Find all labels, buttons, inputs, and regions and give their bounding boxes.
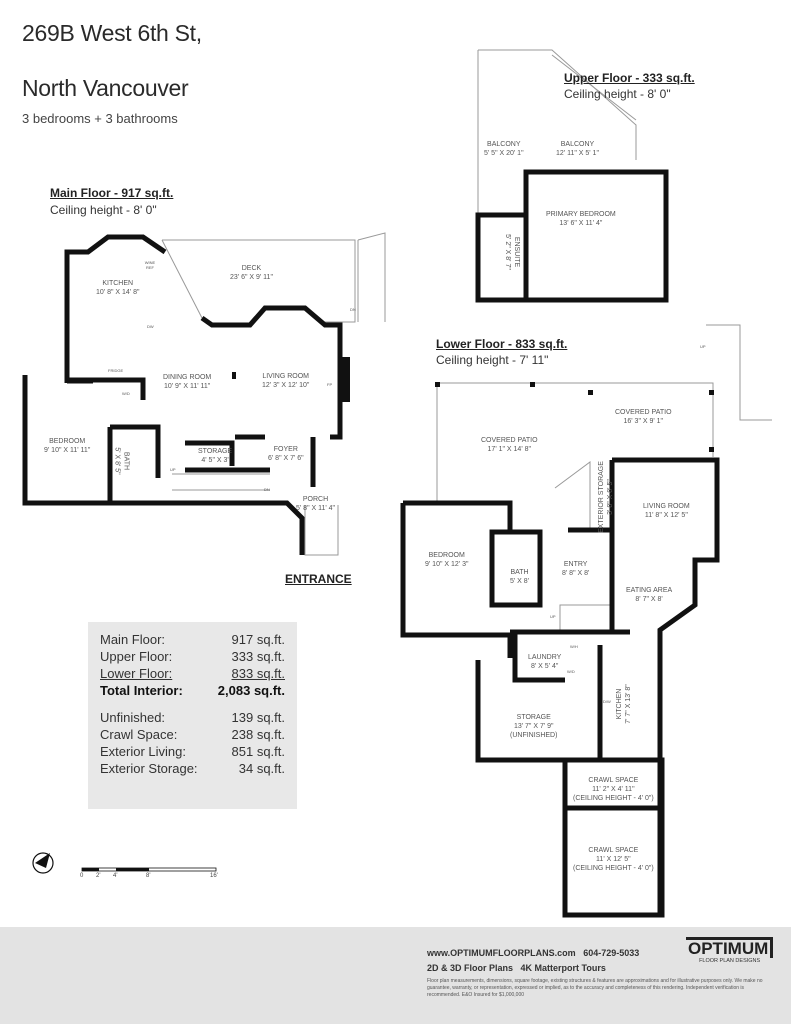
dishwasher-label: DW bbox=[147, 324, 154, 329]
walls bbox=[22, 169, 720, 918]
north-compass-icon bbox=[32, 852, 54, 874]
lower-floor-heading: Lower Floor - 833 sq.ft. bbox=[436, 337, 568, 351]
scale-tick: 8' bbox=[146, 873, 151, 879]
disclaimer: Floor plan measurements, dimensions, squ… bbox=[427, 978, 763, 998]
optimum-logo: OPTIMUM FLOOR PLAN DESIGNS bbox=[686, 937, 774, 964]
entrance-label: ENTRANCE bbox=[285, 572, 352, 586]
posts bbox=[232, 372, 714, 452]
scale-tick: 4' bbox=[113, 873, 118, 879]
floor-plan-drawing bbox=[22, 49, 772, 918]
address-line-1: 269B West 6th St, bbox=[22, 20, 202, 46]
address-line-2: North Vancouver bbox=[22, 75, 189, 101]
footer-services: 2D & 3D Floor Plans 4K Matterport Tours bbox=[427, 963, 606, 973]
dishwasher-label: D/W bbox=[603, 699, 611, 704]
area-summary-table: Main Floor:917 sq.ft. Upper Floor:333 sq… bbox=[88, 622, 297, 809]
main-floor-heading: Main Floor - 917 sq.ft. bbox=[50, 186, 174, 200]
deck-stairs-down-label: DN bbox=[350, 307, 356, 312]
scale-tick: 16' bbox=[210, 873, 218, 879]
website-link[interactable]: www.OPTIMUMFLOORPLANS.com bbox=[427, 948, 576, 958]
thin-outlines bbox=[161, 49, 772, 631]
upper-floor-ceiling: Ceiling height - 8' 0" bbox=[564, 87, 671, 101]
water-heater-label: W/H bbox=[570, 644, 578, 649]
fridge-label: FRIDGE bbox=[108, 368, 124, 373]
bed-bath-summary: 3 bedrooms + 3 bathrooms bbox=[22, 111, 178, 126]
stairs-down-label: DN bbox=[264, 487, 270, 492]
scale-bar-graphic bbox=[81, 867, 217, 872]
upper-floor-heading: Upper Floor - 333 sq.ft. bbox=[564, 71, 695, 85]
scale-tick: 2' bbox=[96, 873, 101, 879]
footer-bar bbox=[0, 927, 791, 1024]
stairs-up-label: UP bbox=[170, 467, 176, 472]
footer-contact: www.OPTIMUMFLOORPLANS.com 604-729-5033 bbox=[427, 948, 639, 958]
lower-floor-ceiling: Ceiling height - 7' 11" bbox=[436, 353, 549, 367]
exterior-stairs-up-label: UP bbox=[700, 344, 706, 349]
wine-fridge-label: WINE REF bbox=[144, 260, 156, 270]
fireplace-label: FP bbox=[327, 382, 333, 387]
stairs-up-label: UP bbox=[550, 614, 556, 619]
scale-tick: 0 bbox=[80, 873, 84, 879]
washer-dryer-label: W/D bbox=[567, 669, 575, 674]
main-floor-ceiling: Ceiling height - 8' 0" bbox=[50, 203, 157, 217]
washer-dryer-label: W/D bbox=[122, 391, 130, 396]
phone-number: 604-729-5033 bbox=[583, 948, 640, 958]
